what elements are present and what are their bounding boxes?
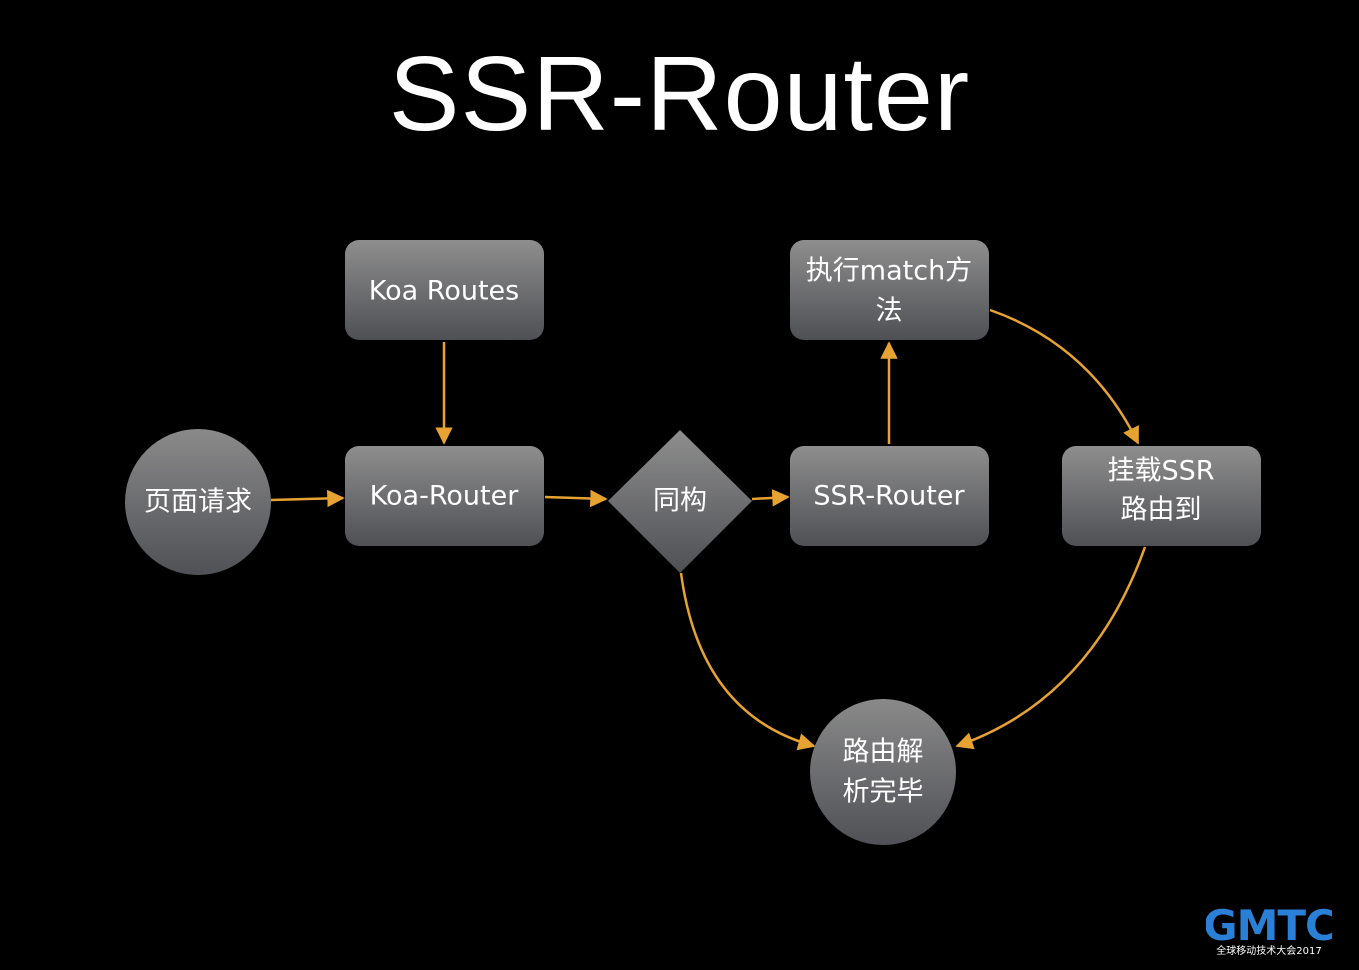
gmtc-logo-subtext: 全球移动技术大会2017 — [1216, 944, 1321, 956]
edge-mount-ssr-to-route-done — [955, 546, 1147, 750]
node-route-done: 路由解 析完毕 — [810, 699, 956, 845]
node-route-done-label-line1: 路由解 — [843, 737, 924, 768]
node-ssr-router-label: SSR-Router — [813, 481, 965, 512]
node-page-request-label: 页面请求 — [144, 487, 252, 518]
node-exec-match-label-line2: 法 — [876, 296, 903, 327]
edge-koa-router-to-isomorphic — [544, 489, 608, 508]
node-mount-ssr-label-line2: 路由到 — [1121, 495, 1202, 526]
edge-request-to-koa-router — [270, 489, 345, 508]
node-exec-match-label-line1: 执行match方 — [806, 256, 972, 287]
node-koa-routes-label: Koa Routes — [369, 276, 519, 307]
edge-exec-match-to-mount-ssr — [989, 308, 1140, 445]
node-route-done-label-line2: 析完毕 — [843, 777, 924, 808]
node-exec-match: 执行match方 法 — [790, 240, 989, 340]
node-isomorphic: 同构 — [608, 430, 752, 573]
edge-isomorphic-to-route-done — [679, 572, 816, 751]
node-koa-routes: Koa Routes — [345, 240, 544, 340]
node-mount-ssr-label-line1: 挂载SSR — [1107, 456, 1214, 487]
gmtc-logo-text: GMTC — [1206, 906, 1332, 950]
node-page-request: 页面请求 — [125, 429, 271, 575]
edge-isomorphic-to-ssr-router — [751, 489, 790, 507]
node-koa-router-label: Koa-Router — [370, 481, 520, 512]
node-koa-router: Koa-Router — [345, 446, 544, 546]
node-ssr-router: SSR-Router — [790, 446, 989, 546]
node-mount-ssr: 挂载SSR 路由到 — [1062, 446, 1261, 546]
node-isomorphic-label: 同构 — [653, 486, 707, 517]
slide-title: SSR-Router — [388, 35, 971, 153]
gmtc-logo: GMTC 全球移动技术大会2017 — [1206, 906, 1332, 956]
